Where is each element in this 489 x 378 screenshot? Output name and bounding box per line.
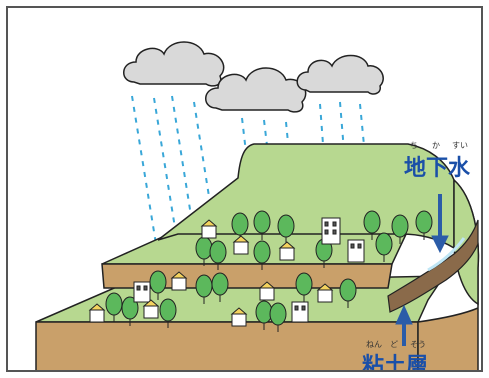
house-icon (232, 235, 250, 255)
arrow-down-icon (431, 194, 449, 254)
building-icon (291, 301, 309, 323)
diagram-frame: ち か すい 地下水 ねん ど そう 粘土層 (6, 6, 483, 372)
arrow-up-icon (395, 304, 413, 346)
tree-icon (253, 210, 271, 240)
building-group (88, 217, 365, 327)
tree-icon (391, 214, 409, 244)
house-icon (170, 271, 188, 291)
tree-icon (159, 298, 177, 328)
tree-icon (415, 210, 433, 240)
tree-icon (209, 240, 227, 270)
tree-group (105, 210, 433, 332)
tree-icon (105, 292, 123, 322)
tree-icon (375, 232, 393, 262)
house-icon (230, 307, 248, 327)
building-icon (321, 217, 341, 245)
cloud-icon (205, 67, 307, 113)
tree-icon (253, 240, 271, 270)
building-icon (347, 239, 365, 263)
tree-icon (295, 272, 313, 302)
groundwater-label: 地下水 (404, 156, 471, 181)
tree-icon (339, 278, 357, 308)
tree-icon (277, 214, 295, 244)
groundwater-flow (427, 237, 466, 272)
tree-icon (269, 302, 287, 332)
cloud-icon (296, 54, 384, 95)
house-icon (258, 281, 276, 301)
house-icon (142, 299, 160, 319)
house-icon (278, 241, 296, 261)
tree-icon (211, 272, 229, 302)
cloud-icon (123, 41, 225, 87)
house-icon (200, 219, 218, 239)
terrain-illustration (35, 41, 480, 370)
house-icon (88, 303, 106, 323)
house-icon (316, 283, 334, 303)
building-icon (133, 281, 151, 303)
tree-icon (363, 210, 381, 240)
clay-layer-label: 粘土層 (362, 354, 429, 372)
